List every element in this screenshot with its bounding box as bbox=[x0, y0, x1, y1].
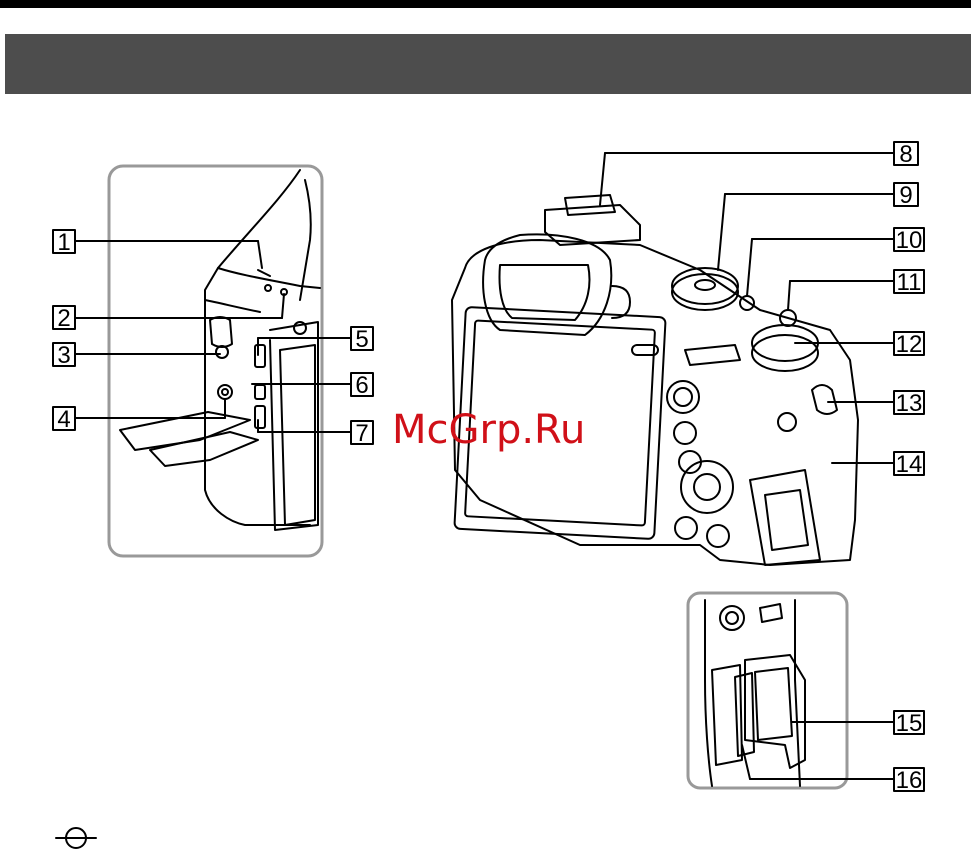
callout-10: 10 bbox=[894, 227, 924, 254]
memory-card-inset bbox=[688, 593, 847, 788]
callout-13: 13 bbox=[894, 390, 924, 417]
callout-1: 1 bbox=[53, 229, 75, 256]
callout-10-text: 10 bbox=[896, 227, 923, 254]
callout-3-text: 3 bbox=[57, 342, 70, 369]
callout-7-text: 7 bbox=[355, 420, 368, 447]
callout-8: 8 bbox=[894, 141, 918, 168]
callout-3: 3 bbox=[53, 342, 75, 369]
callout-16: 16 bbox=[894, 767, 924, 794]
callout-8-text: 8 bbox=[899, 141, 912, 168]
callout-12: 12 bbox=[894, 331, 924, 358]
callout-5: 5 bbox=[351, 326, 373, 353]
callout-4: 4 bbox=[53, 406, 75, 433]
callout-16-text: 16 bbox=[896, 767, 923, 794]
watermark-text: McGrp.Ru bbox=[392, 407, 585, 453]
callout-12-text: 12 bbox=[896, 331, 923, 358]
callout-11: 11 bbox=[894, 269, 924, 296]
callout-5-text: 5 bbox=[355, 326, 368, 353]
callout-2-text: 2 bbox=[57, 305, 70, 332]
callout-4-text: 4 bbox=[57, 406, 70, 433]
leader-lines bbox=[76, 153, 893, 779]
callout-6: 6 bbox=[351, 372, 373, 399]
callout-13-text: 13 bbox=[896, 390, 923, 417]
callout-11-text: 11 bbox=[897, 269, 922, 296]
callout-14-text: 14 bbox=[896, 451, 923, 478]
camera-rear-body bbox=[452, 195, 858, 565]
callout-15: 15 bbox=[894, 710, 924, 737]
callout-9: 9 bbox=[894, 182, 918, 209]
callout-15-text: 15 bbox=[896, 710, 923, 737]
callout-14: 14 bbox=[894, 451, 924, 478]
tripod-symbol-icon bbox=[56, 828, 96, 848]
callout-7: 7 bbox=[351, 420, 373, 447]
side-terminals-inset bbox=[109, 166, 322, 556]
callout-9-text: 9 bbox=[899, 182, 912, 209]
callout-6-text: 6 bbox=[355, 372, 368, 399]
callout-2: 2 bbox=[53, 305, 75, 332]
callout-1-text: 1 bbox=[57, 229, 70, 256]
